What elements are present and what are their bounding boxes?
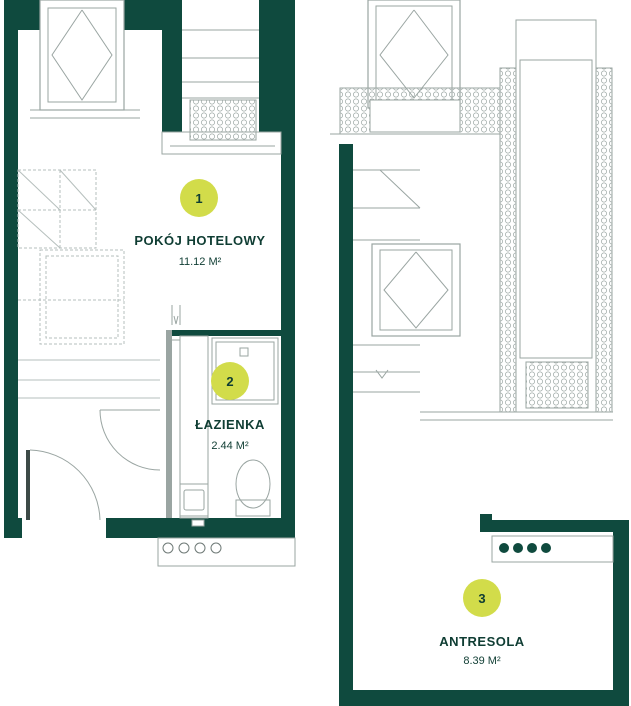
wall-top-left bbox=[18, 0, 40, 30]
stairs-dashed bbox=[17, 169, 125, 345]
wall-mezz-left bbox=[339, 144, 353, 706]
wall-right bbox=[281, 0, 295, 538]
stairs-top bbox=[182, 29, 259, 99]
stairs-mezz bbox=[353, 169, 421, 393]
wall-mezz-bottom bbox=[339, 690, 629, 706]
wall-bottom-right bbox=[106, 518, 295, 538]
wall-left bbox=[4, 0, 18, 538]
room-3-name: ANTRESOLA bbox=[439, 634, 525, 649]
insulation-left bbox=[189, 99, 257, 141]
room-2-name: ŁAZIENKA bbox=[195, 417, 265, 432]
mezzanine-plan bbox=[330, 0, 629, 706]
room-2-number: 2 bbox=[226, 373, 234, 389]
wall-right-upper-2 bbox=[259, 0, 281, 132]
room-3-number: 3 bbox=[478, 590, 486, 606]
utility-box bbox=[157, 537, 296, 567]
column-left bbox=[499, 67, 517, 413]
toilet bbox=[235, 459, 271, 517]
washbasin bbox=[179, 483, 209, 517]
wall-right-upper bbox=[162, 0, 182, 132]
wall-mezz-rail bbox=[480, 520, 629, 532]
room-2-badge: 2 bbox=[211, 362, 249, 400]
column-right bbox=[595, 67, 613, 413]
room-3-area: 8.39 M² bbox=[463, 655, 501, 667]
room-1-number: 1 bbox=[195, 190, 203, 206]
room-3-badge: 3 bbox=[463, 579, 501, 617]
bathroom-walls bbox=[166, 305, 281, 519]
wall-mezz-right bbox=[613, 520, 629, 706]
utility-box-right bbox=[491, 535, 614, 563]
wall-bottom-left-stub bbox=[4, 518, 22, 538]
room-1-badge: 1 bbox=[180, 179, 218, 217]
shower-tray bbox=[211, 337, 279, 405]
window-mid-right bbox=[371, 243, 461, 337]
room-1-name: POKÓJ HOTELOWY bbox=[134, 233, 266, 248]
entrance-door bbox=[26, 409, 161, 521]
lower-level-plan bbox=[4, 0, 296, 567]
room-2-area: 2.44 M² bbox=[211, 440, 249, 452]
room-1-area: 11.12 M² bbox=[178, 256, 222, 268]
